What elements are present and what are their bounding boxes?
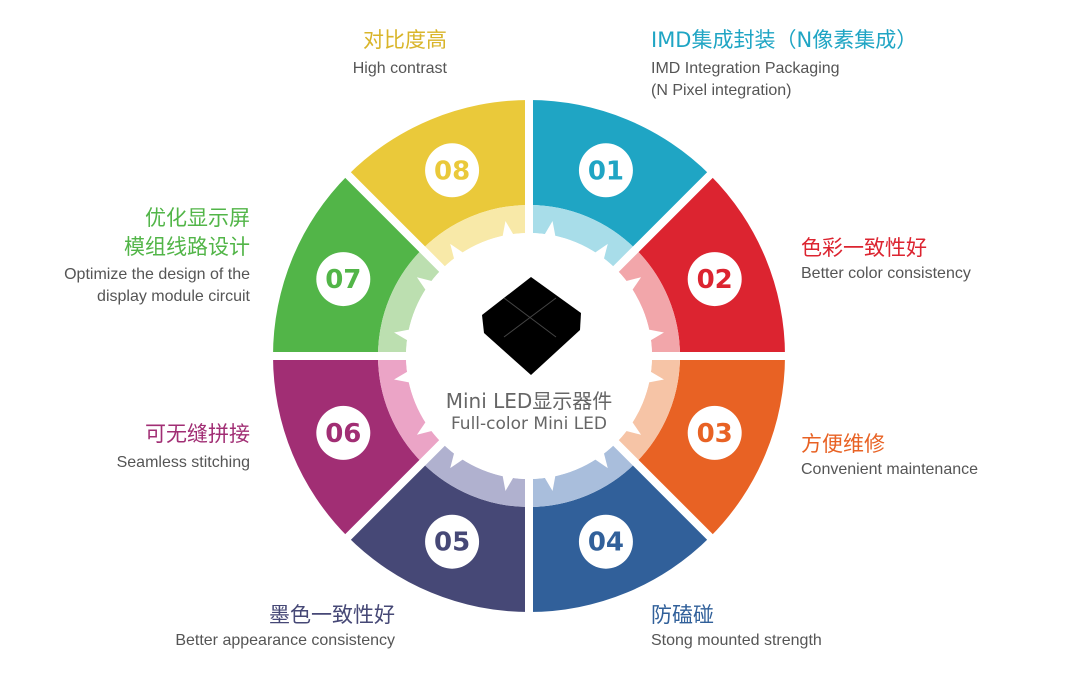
ring-notch (647, 329, 664, 342)
ring-notch (624, 420, 642, 435)
number-03: 03 (697, 419, 733, 449)
label-07-title: 优化显示屏 (145, 206, 250, 230)
ring-notch (543, 221, 556, 238)
ring-notch (416, 420, 434, 435)
ring-notch (394, 370, 411, 383)
label-04-sub: Stong mounted strength (651, 632, 822, 649)
label-05: 墨色一致性好 Better appearance consistency (175, 601, 395, 652)
label-08-title: 对比度高 (363, 28, 447, 52)
number-02: 02 (697, 265, 733, 295)
inner-ring-03 (615, 356, 680, 463)
ring-notch (647, 370, 664, 383)
label-07: 优化显示屏 模组线路设计 Optimize the design of the … (64, 204, 250, 308)
ring-notch (450, 243, 465, 261)
number-badge-06 (316, 405, 371, 460)
inner-ring-07 (378, 249, 443, 356)
inner-ring-06 (378, 356, 443, 463)
inner-ring-08 (422, 205, 529, 270)
segment-divider (341, 168, 449, 276)
label-08-sub: High contrast (352, 60, 447, 77)
number-01: 01 (588, 156, 624, 186)
label-01-title: IMD集成封装（N像素集成） (651, 28, 918, 52)
number-badge-07 (316, 252, 371, 307)
label-03-title: 方便维修 (801, 432, 885, 456)
label-06: 可无缝拼接 Seamless stitching (117, 420, 250, 474)
label-08: 对比度高 High contrast (353, 26, 447, 80)
center-title: Mini LED显示器件 (445, 389, 613, 413)
label-05-sub: Better appearance consistency (175, 632, 395, 649)
label-01-sub1: IMD Integration Packaging (651, 60, 840, 77)
label-05-title: 墨色一致性好 (269, 603, 395, 627)
label-03-sub: Convenient maintenance (801, 461, 979, 478)
label-07-sub1: Optimize the design of the (64, 266, 250, 283)
ring-notch (394, 329, 411, 342)
segment-divider (609, 436, 717, 544)
mini-led-chip-icon (482, 277, 581, 375)
label-07-sub2: display module circuit (97, 288, 250, 305)
label-02-sub: Better color consistency (801, 265, 971, 282)
ring-notch (624, 277, 642, 292)
number-badge-08 (425, 143, 480, 198)
inner-ring-02 (615, 249, 680, 356)
number-06: 06 (325, 419, 361, 449)
label-06-title: 可无缝拼接 (145, 422, 250, 446)
ring-notch (416, 277, 434, 292)
label-07-title2: 模组线路设计 (124, 235, 250, 259)
ring-notch (450, 451, 465, 469)
ring-notch (502, 221, 515, 238)
number-badge-02 (687, 252, 742, 307)
ring-notch (543, 474, 556, 491)
number-05: 05 (434, 528, 470, 558)
label-02-title: 色彩一致性好 (801, 236, 927, 260)
label-01-sub2: (N Pixel integration) (651, 82, 792, 99)
label-02: 色彩一致性好 Better color consistency (801, 234, 971, 285)
label-04: 防磕碰 Stong mounted strength (651, 601, 822, 652)
center-subtitle: Full-color Mini LED (450, 414, 608, 434)
label-06-sub: Seamless stitching (116, 454, 250, 471)
number-badge-03 (687, 405, 742, 460)
ring-notch (593, 451, 608, 469)
segment-divider (341, 436, 449, 544)
number-08: 08 (434, 156, 470, 186)
number-badge-01 (578, 143, 633, 198)
inner-ring-01 (529, 205, 636, 270)
inner-ring-05 (422, 442, 529, 507)
number-badge-04 (578, 514, 633, 569)
label-01: IMD集成封装（N像素集成） IMD Integration Packaging… (651, 26, 917, 102)
ring-notch (593, 243, 608, 261)
number-04: 04 (588, 528, 624, 558)
label-03: 方便维修 Convenient maintenance (801, 430, 978, 481)
inner-ring-04 (529, 442, 636, 507)
number-badge-05 (425, 514, 480, 569)
ring-notch (502, 474, 515, 491)
label-04-title: 防磕碰 (651, 603, 714, 627)
number-07: 07 (325, 265, 361, 295)
segment-divider (609, 168, 717, 276)
